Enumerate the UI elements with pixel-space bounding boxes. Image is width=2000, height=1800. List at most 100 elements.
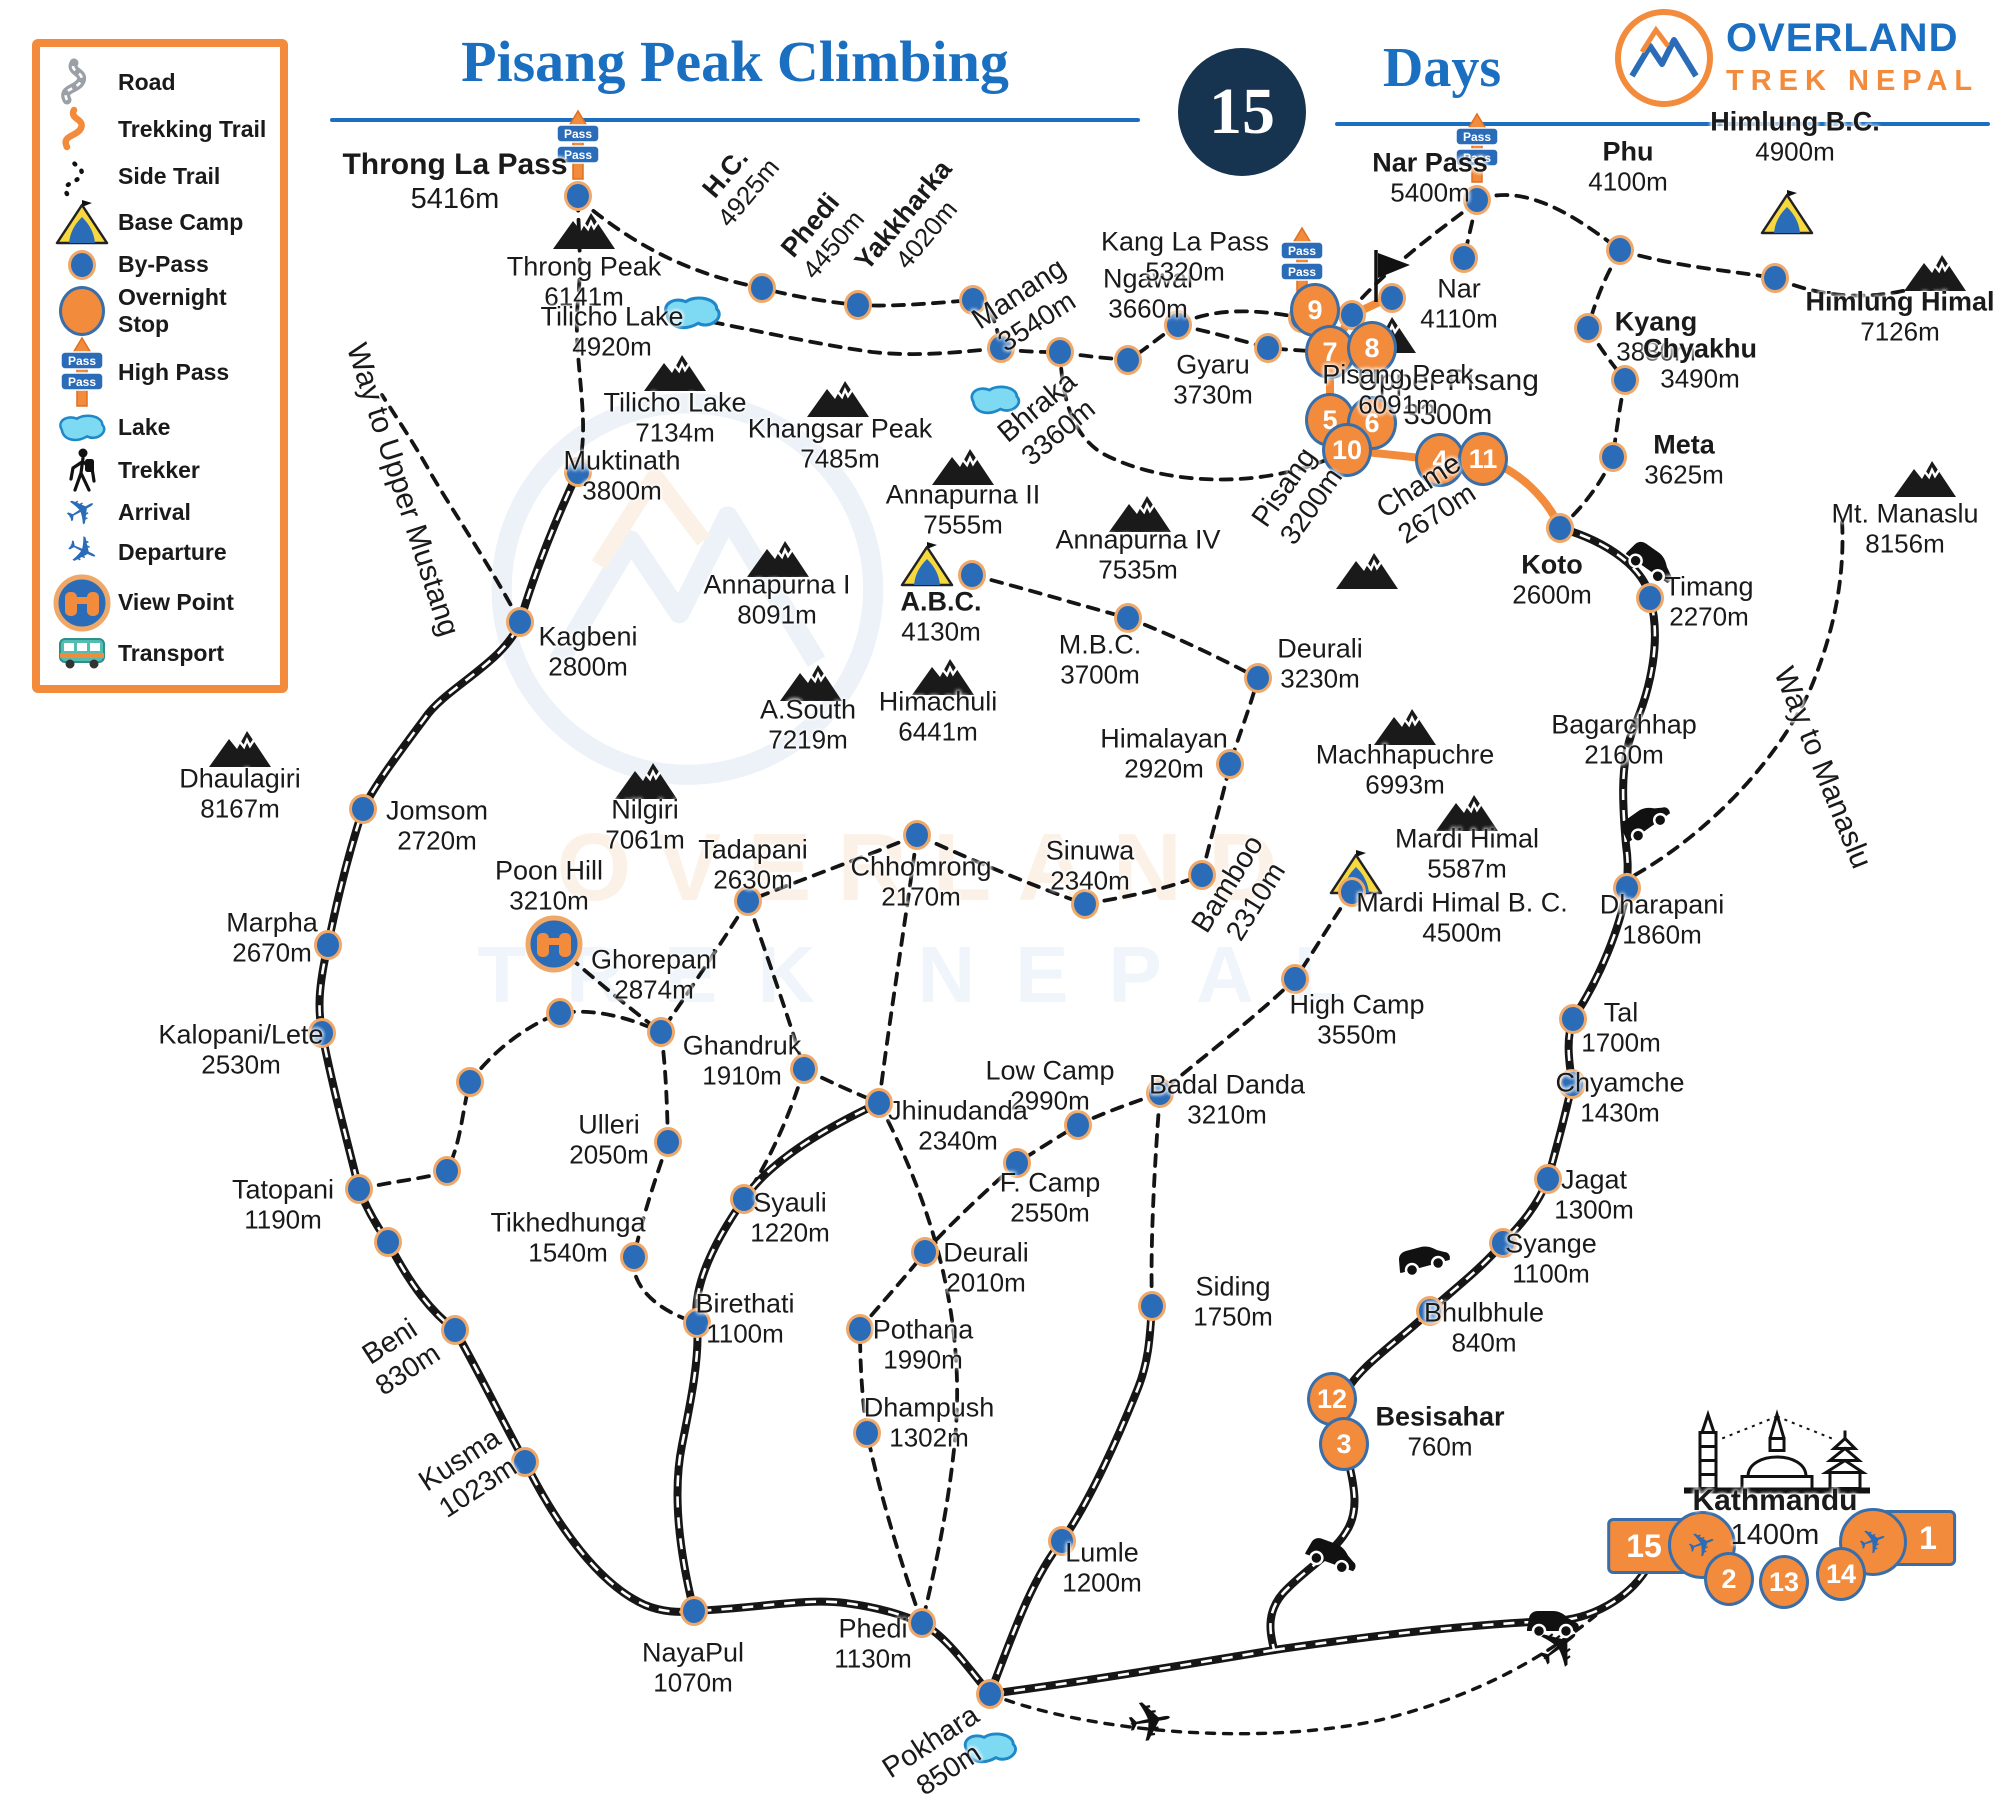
dot-sinuwa [1071, 889, 1099, 919]
place-name: Tilicho Lake [540, 301, 684, 332]
place-name: Bhulbhule [1423, 1297, 1545, 1328]
dot-dhampush [853, 1418, 881, 1448]
dot-chyamche [1558, 1069, 1586, 1099]
company-logo: OVERLAND TREK NEPAL [1612, 6, 1979, 110]
place-name: Jagat [1560, 1164, 1628, 1195]
dot-nar [1450, 243, 1478, 273]
dot-pokhara-junction [976, 1679, 1004, 1709]
place-name: Jomsom [385, 795, 489, 826]
place-name: Jhinudanda [888, 1095, 1028, 1126]
place-name: Gyaru [1176, 349, 1250, 380]
place-elevation: 7555m [923, 509, 1003, 540]
place-elevation: 2550m [1010, 1197, 1090, 1228]
dot-bhraka-2 [1114, 345, 1142, 375]
dot-jomsom [349, 794, 377, 824]
title-underline-left [330, 118, 1140, 122]
title-underline-right [1335, 122, 1990, 126]
place-name: Nilgiri [611, 794, 679, 825]
trekking-trail-27 [659, 1030, 670, 1144]
khangsar-peak-icon [805, 377, 871, 419]
place-name: M.B.C. [1058, 629, 1142, 660]
legend-item-label: Trekker [118, 456, 200, 483]
road-dashes-0 [318, 471, 991, 1695]
tilicho-peak-icon [642, 351, 708, 393]
svg-text:Pass: Pass [1288, 265, 1316, 279]
place-name: Syauli [753, 1187, 827, 1218]
tilicho-lake-icon [659, 292, 725, 334]
place-name: Ghorepani [590, 944, 718, 975]
place-elevation: 4500m [1422, 917, 1502, 948]
dot-kyang [1574, 313, 1602, 343]
trekking-trail-7 [1360, 200, 1479, 300]
place-elevation: 4110m [1420, 303, 1498, 334]
place-name: Tadapani [698, 834, 808, 865]
place-name: Koto [1521, 549, 1583, 580]
place-name: Besisahar [1375, 1401, 1505, 1432]
place-name: Ulleri [578, 1109, 640, 1140]
pisang-summit-flag-icon [1370, 248, 1414, 304]
dot-kalopani [308, 1018, 336, 1048]
place-elevation: 2530m [201, 1049, 281, 1080]
place-elevation: 7485m [800, 443, 880, 474]
trekking-trail-22 [659, 899, 750, 1034]
machhapuchre-icon [1372, 705, 1438, 747]
place-elevation: 6141m [544, 281, 624, 312]
place-name: Upper Pisang [1357, 364, 1539, 398]
trekking-trail-1 [576, 196, 975, 308]
dot-badal-danda [1146, 1078, 1174, 1108]
arrival-icon: ✈ [57, 486, 107, 539]
place-name: Phu [1602, 136, 1654, 167]
road-1 [673, 1099, 883, 1615]
place-elevation: 2720m [397, 825, 477, 856]
overnight-stop-6: 6 [1347, 396, 1397, 450]
place-name: Mardi Himal B. C. [1356, 887, 1568, 918]
dhaulagiri-icon [207, 727, 273, 769]
place-elevation: 1860m [1622, 919, 1702, 950]
dot-tatopani-2 [374, 1227, 402, 1257]
place-name: Annapurna II [885, 479, 1041, 510]
dot-birethati [683, 1308, 711, 1338]
place-name: Deurali [1277, 633, 1363, 664]
dot-lumle [1048, 1526, 1076, 1556]
overnight-stop-icon [46, 285, 118, 336]
place-elevation: 7061m [605, 824, 685, 855]
place-elevation: 3730m [1173, 379, 1253, 410]
dot-ngawal [1164, 310, 1192, 340]
place-name: A.South [759, 694, 857, 725]
legend-item-label: By-Pass [118, 251, 209, 278]
himlung-bc-tent-icon [1758, 189, 1816, 235]
legend-item-label: View Point [118, 589, 234, 616]
place-name: Nar [1437, 273, 1481, 304]
dot-himalayan [1216, 749, 1244, 779]
label-a-b-c-4130m: A.B.C.4130m [901, 587, 982, 648]
place-name: Kathmandu [1692, 1484, 1858, 1518]
place-name: Kang La Pass [1100, 226, 1270, 257]
place-elevation: 2630m [713, 864, 793, 895]
trekking-trail-32 [1149, 1091, 1162, 1308]
throng-peak-icon [551, 209, 617, 251]
overnight-stop-11: 11 [1458, 432, 1508, 486]
overnight-stop-10: 10 [1322, 423, 1372, 477]
place-elevation: 760m [1407, 1431, 1473, 1462]
